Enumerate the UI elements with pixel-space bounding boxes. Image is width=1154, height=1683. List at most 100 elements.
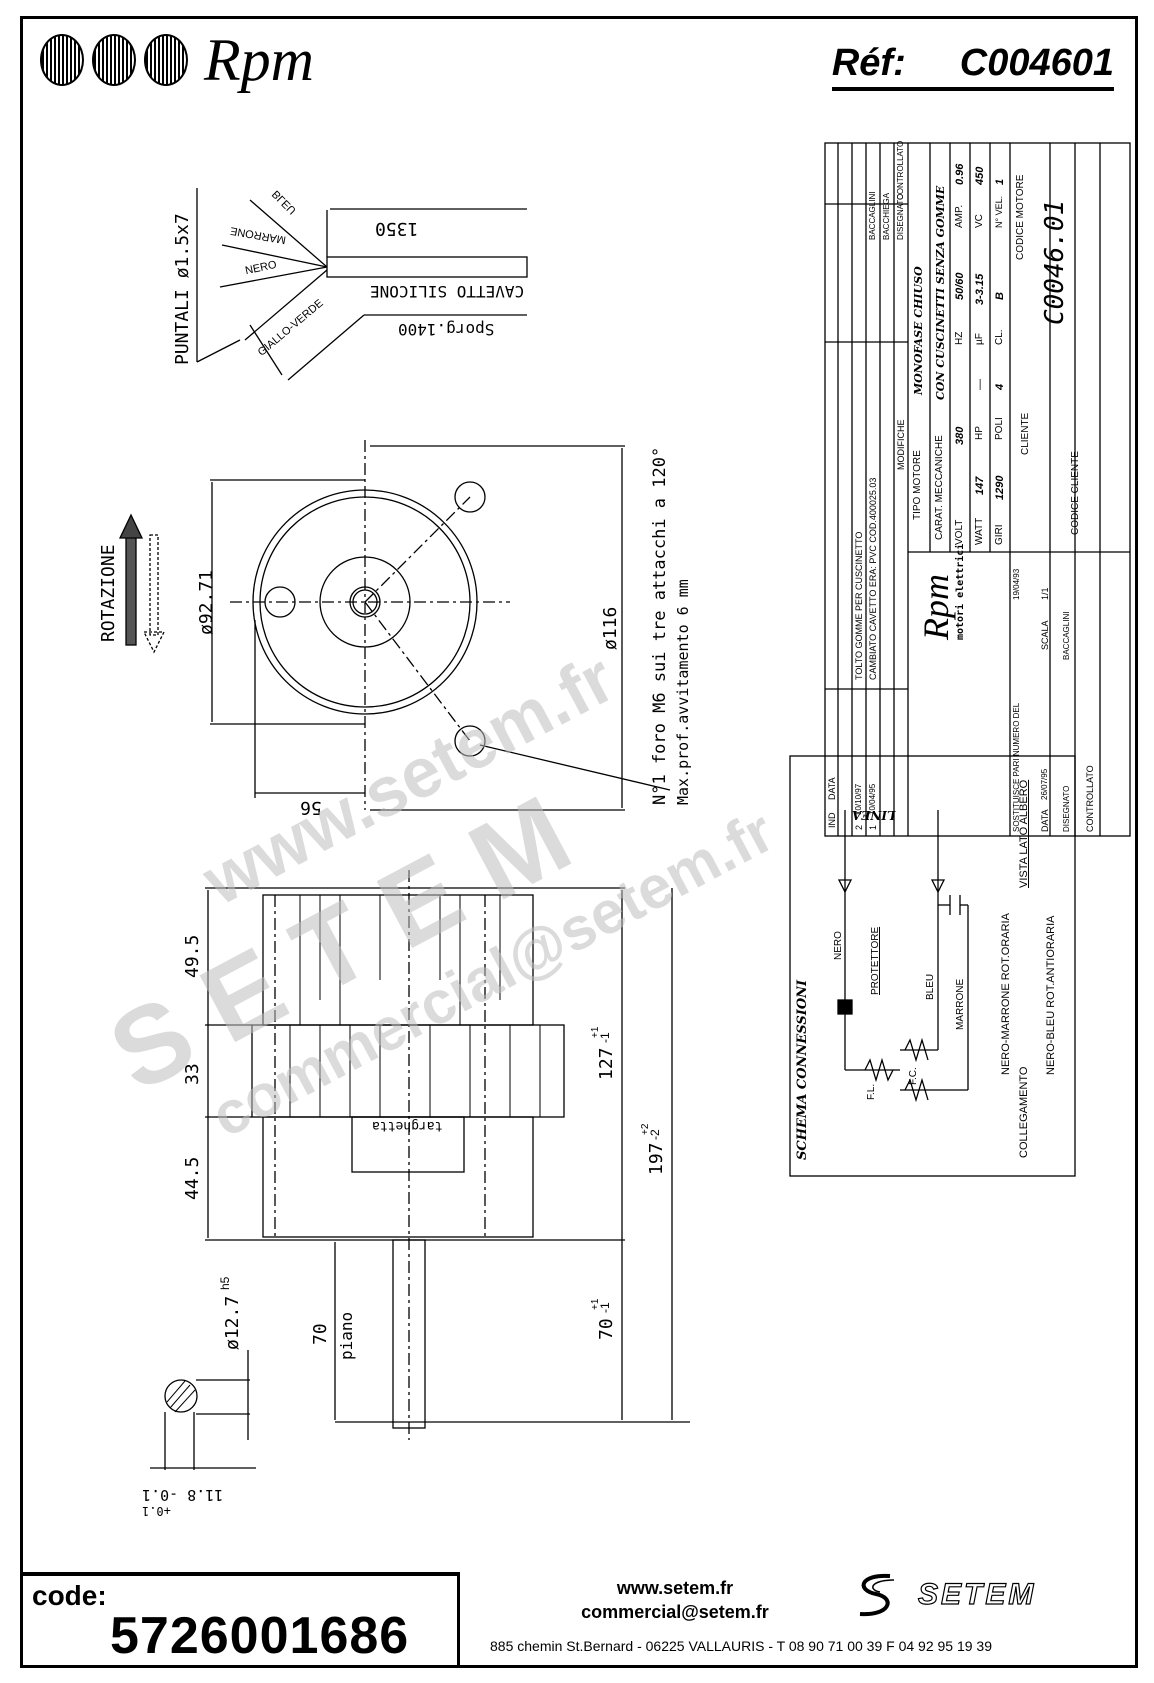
title-block-brand-sub: motori elettrici <box>955 543 966 640</box>
spec-watt-value: 147 <box>974 476 986 495</box>
schema-fl: F.L. <box>866 1083 877 1100</box>
rev-2-desc: TOLTO GOMME PER CUSCINETTO <box>854 531 864 680</box>
setem-swirl-icon <box>859 1573 895 1617</box>
schema-rot-antioraria: NERO-BLEU ROT.ANTIORARIA <box>1045 915 1057 1075</box>
spec-volt-label: VOLT <box>954 519 965 545</box>
carat-label: CARAT. MECCANICHE <box>934 435 945 540</box>
tipo-motore-label: TIPO MOTORE <box>912 450 923 520</box>
dim-33: 33 <box>182 1063 203 1085</box>
tipo-motore-value: MONOFASE CHIUSO <box>912 266 925 395</box>
shaft-diameter: ø12.7 <box>222 1295 243 1350</box>
schema-linea: LINEA <box>852 808 896 822</box>
spec-vc-value: 450 <box>974 166 986 185</box>
dim-127: 127 <box>596 1047 617 1080</box>
title-block-brand: Rpm <box>916 574 956 640</box>
shaft-fit: h5 <box>218 1276 232 1290</box>
dim-49-5: 49.5 <box>182 934 203 978</box>
rpm-logo: Rpm <box>40 30 314 90</box>
rev-1-ind: 1 <box>868 824 878 830</box>
schema-rot-oraria: NERO-MARRONE ROT.ORARIA <box>1000 913 1012 1075</box>
sostituisce-date: 19/04/93 <box>1012 568 1021 600</box>
schema-fc: F.C. <box>908 1067 919 1085</box>
spec-nvel-value: 1 <box>994 178 1006 185</box>
diameter-92-71: ø92.71 <box>196 569 217 635</box>
code-label: code: <box>32 1580 107 1611</box>
diameter-116: ø116 <box>600 606 621 650</box>
shaft-length-70: 70 <box>310 1323 331 1345</box>
spec-giri-label: GIRI <box>994 524 1005 545</box>
rev-2-by: BACCHIEGA <box>882 192 891 240</box>
coil-logo-icon <box>92 34 136 86</box>
rev-1-desc: CAMBIATO CAVETTO ERA: PVC COD.400025.03 <box>868 477 878 680</box>
coil-logo-icon <box>40 34 84 86</box>
schema-collegamento: COLLEGAMENTO <box>1018 1066 1030 1159</box>
flat-dimension-tol: +0.1 <box>142 1504 171 1518</box>
shaft-length-tol-minus: -1 <box>598 1302 612 1313</box>
code-box: code: 5726001686 <box>20 1572 460 1668</box>
spec-amp-value: 0.96 <box>954 163 966 185</box>
rotation-label: ROTAZIONE <box>98 544 119 642</box>
spec-volt-value: 380 <box>954 426 966 445</box>
brand-name: Rpm <box>204 27 314 93</box>
offset-56: 56 <box>300 797 322 818</box>
spec-uf-label: µF <box>974 333 985 345</box>
data-value: 26/07/95 <box>1040 768 1049 800</box>
shaft-flat-label: piano <box>337 1311 356 1360</box>
website-link[interactable]: www.setem.fr <box>616 1578 734 1598</box>
spec-hp-label: HP <box>974 426 985 440</box>
spec-giri-value: 1290 <box>994 475 1006 500</box>
rev-header-controllato: CONTROLLATO <box>896 140 905 200</box>
coil-logo-icon <box>144 34 188 86</box>
spec-hz-value: 50/60 <box>954 272 966 300</box>
disegnato-value: BACCAGLINI <box>1062 611 1071 660</box>
terminals-label: PUNTALI ø1.5x7 <box>172 213 193 365</box>
spec-poli-label: POLI <box>994 417 1005 440</box>
email-link[interactable]: commercial@setem.fr <box>581 1602 769 1622</box>
setem-logo: SETEM <box>850 1570 1036 1620</box>
scala-value: 1/1 <box>1040 587 1050 600</box>
mounting-note-2: Max.prof.avvitamento 6 mm <box>674 579 692 805</box>
disegnato-label: DISEGNATO <box>1062 785 1071 832</box>
spec-hz-label: HZ <box>954 331 965 345</box>
dim-197: 197 <box>646 1142 667 1175</box>
rev-header-data: DATA <box>827 777 837 800</box>
cable-label: CAVETTO SILICONE <box>370 282 525 301</box>
cliente-label: CLIENTE <box>1020 412 1031 455</box>
dim-44-5: 44.5 <box>182 1156 203 1200</box>
spec-hp-value: — <box>974 379 986 390</box>
address: 885 chemin St.Bernard - 06225 VALLAURIS … <box>490 1638 992 1654</box>
ref-value: C004601 <box>959 42 1114 84</box>
codice-cliente-label: CODICE CLIENTE <box>1070 451 1081 535</box>
spec-poli-value: 4 <box>994 383 1006 390</box>
codice-motore-value: C0046.01 <box>1040 199 1070 325</box>
schema-bleu: BLEU <box>925 973 936 1000</box>
dim-197-tol-minus: -2 <box>648 1129 662 1140</box>
carat-value: CON CUSCINETTI SENZA GOMME <box>934 185 947 400</box>
dim-127-tol-minus: -1 <box>598 1032 612 1043</box>
cable-length-1400: Sporg.1400 <box>398 320 495 339</box>
controllato-label: CONTROLLATO <box>1085 765 1095 832</box>
schema-marrone: MARRONE <box>955 978 966 1030</box>
spec-cl-value: B <box>994 292 1006 300</box>
schema-vista: VISTA LATO ALBERO <box>1018 779 1030 888</box>
rev-header-disegnato: DISEGNATO <box>896 193 905 240</box>
flat-dimension: 11.8 -0.1 <box>142 1486 224 1504</box>
spec-cl-label: CL. <box>994 329 1005 345</box>
scala-label: SCALA <box>1040 620 1050 650</box>
cable-length-1350: 1350 <box>375 218 419 239</box>
rev-header-ind: IND <box>827 812 837 829</box>
codice-motore-label: CODICE MOTORE <box>1015 174 1026 260</box>
setem-wordmark: SETEM <box>917 1577 1037 1611</box>
drawing-sheet <box>20 16 1138 1668</box>
rev-header-modifiche: MODIFICHE <box>896 419 906 471</box>
rev-1-by: BACCAGLINI <box>868 191 877 240</box>
mounting-note-1: N°1 foro M6 sui tre attacchi a 120° <box>650 446 670 805</box>
ref-label: Réf: <box>831 42 906 84</box>
reference: Réf: C004601 <box>831 42 1114 91</box>
spec-vc-label: VC <box>974 214 985 228</box>
rev-2-ind: 2 <box>854 824 864 830</box>
spec-nvel-label: N° VEL. <box>994 195 1004 228</box>
schema-title: SCHEMA CONNESSIONI <box>795 979 810 1160</box>
code-value: 5726001686 <box>110 1607 410 1665</box>
